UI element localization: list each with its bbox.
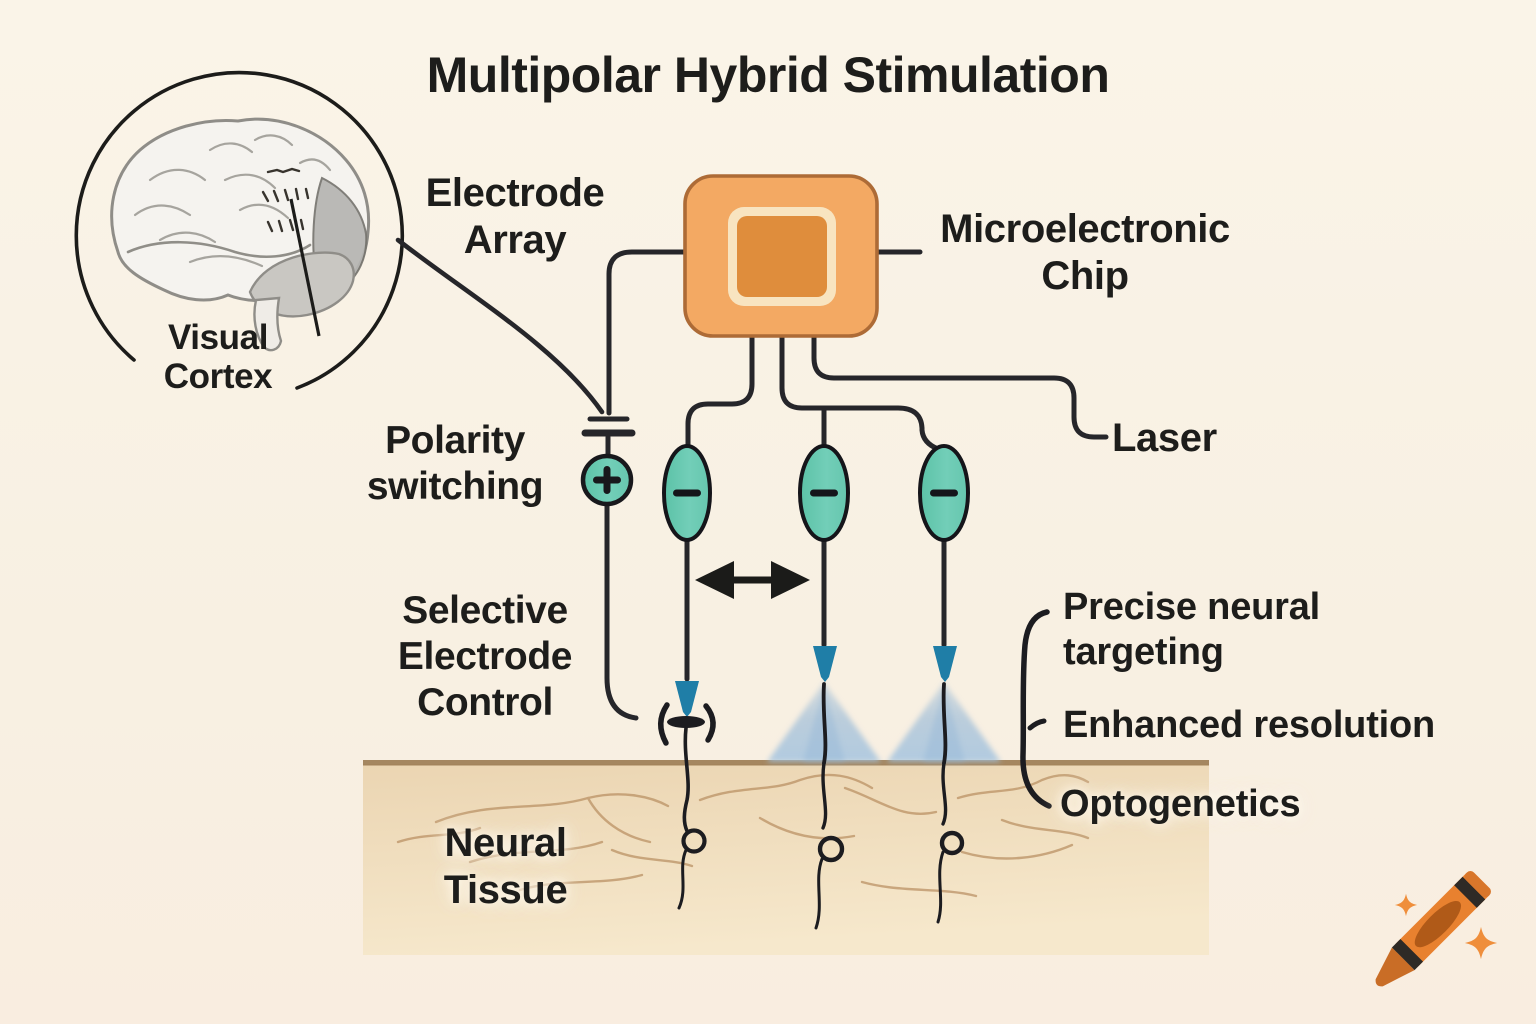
neural-tissue-band [363, 760, 1209, 955]
brain-folds [126, 134, 332, 268]
electrode-array-lead [395, 237, 605, 415]
down-arrow-icon [675, 681, 699, 717]
negative-electrode-2 [798, 444, 850, 542]
tissue-microwires [677, 682, 965, 930]
cortex-pointer-line [289, 198, 321, 337]
inset-circle [74, 70, 405, 390]
benefit-optogenetics: Optogenetics [1060, 783, 1301, 825]
brain-inset-illustration [74, 70, 405, 390]
down-arrow-icon [933, 646, 957, 682]
sparkle-icon [1464, 926, 1498, 960]
tissue-fibers [396, 773, 1090, 898]
polarity-switch-symbol [581, 416, 636, 460]
microelectronic-chip [683, 174, 879, 338]
wire-electrode-3 [779, 334, 941, 452]
minus-icon [810, 489, 838, 497]
microelectronic-chip-label: Microelectronic Chip [940, 207, 1230, 299]
polarity-switching-label: Polarity switching [366, 419, 544, 509]
selective-electrode-control-label: Selective Electrode Control [397, 589, 573, 725]
down-arrow-icon [813, 646, 837, 682]
plus-icon [593, 466, 621, 494]
laser-wire [811, 334, 1109, 440]
sparkle-icon [1394, 893, 1418, 917]
negative-electrode-3 [918, 444, 970, 542]
laser-light-cones [767, 682, 1001, 762]
minus-icon [673, 489, 701, 497]
crayon-logo [1375, 871, 1498, 987]
page-title: Multipolar Hybrid Stimulation [426, 47, 1110, 103]
wiring [395, 237, 1109, 721]
benefits-bracket [1020, 609, 1052, 809]
crayon-tip [1375, 947, 1415, 987]
polarity-wire [604, 501, 639, 721]
chip-core [737, 216, 827, 297]
benefit-enhanced-resolution: Enhanced resolution [1063, 704, 1436, 746]
neural-tissue-label: Neural Tissue [443, 821, 568, 913]
tick-dash-icon [1027, 718, 1047, 731]
electrode-array-label: Electrode Array [425, 171, 605, 263]
benefit-precise-targeting: Precise neural targeting [1063, 586, 1321, 673]
stimulation-arrows [675, 646, 957, 717]
chip-left-wire [606, 249, 688, 416]
minus-icon [930, 489, 958, 497]
left-right-arrow-icon [695, 561, 810, 599]
wire-electrode-1 [685, 334, 755, 451]
scribble-marks [261, 167, 310, 233]
bracket-contact-icon [658, 702, 716, 746]
negative-electrode-1 [662, 444, 712, 542]
positive-electrode [580, 453, 634, 507]
laser-label: Laser [1112, 416, 1217, 460]
visual-cortex-label: Visual Cortex [163, 318, 273, 397]
brainstem [253, 296, 283, 352]
